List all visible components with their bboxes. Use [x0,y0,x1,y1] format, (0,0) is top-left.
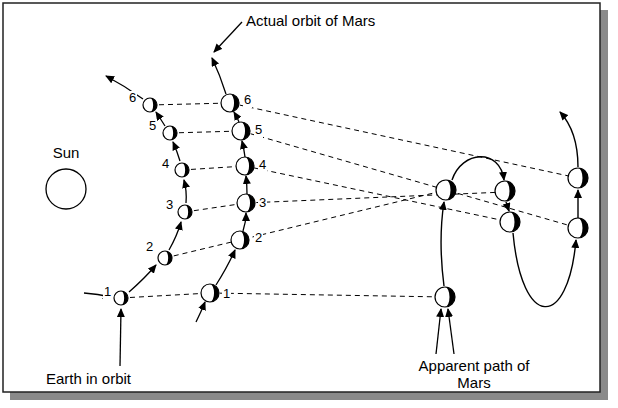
sight-lines [121,103,578,298]
orbit-arrow [156,112,165,126]
earth-symbol [114,291,128,305]
callout-number: 1 [103,285,112,300]
callout-number: 3 [258,196,267,211]
orbit-arrow [169,222,181,250]
mars-orbit [196,58,247,322]
orbit-arrow [184,180,186,203]
mars-symbol [201,284,219,302]
mars-positions [201,94,255,302]
path-arrow [513,233,576,307]
callout-number: 5 [148,119,157,134]
mars-symbol [236,157,254,175]
callout-number: 5 [254,123,263,138]
orbit-arrow [173,142,180,161]
leader-arrow [214,22,242,52]
sight-line [170,131,578,228]
orbit-arrow [246,176,247,194]
earth-symbol [158,251,172,265]
callout-number: 6 [128,91,137,106]
path-arrow [506,202,509,211]
orbit-arrow [106,76,143,99]
apparent-positions [435,168,588,307]
mars-symbol [495,181,515,201]
leader-arrows [120,22,454,366]
orbit-arrow [129,265,156,292]
callout-number: 6 [243,93,252,108]
orbit-arrow [243,213,246,231]
callout-number: 2 [254,231,263,246]
earth-symbol [143,98,157,112]
path-arrow [441,202,444,286]
orbit-arrow [216,250,235,285]
callout-number: 2 [145,240,154,255]
leader-arrow [120,309,121,366]
orbit-arrow [234,112,239,122]
earth-symbol [178,205,192,219]
mars-symbol [568,168,588,188]
path-arrow [560,112,578,167]
leader-arrow [448,309,454,354]
mars-symbol [237,194,255,212]
frame [3,3,600,392]
sun-label: Sun [37,144,95,161]
mars-symbol [221,94,239,112]
orbit-arrow [242,141,245,157]
mars-symbol [500,212,520,232]
sun-symbol [46,169,86,209]
apparent-path [441,112,578,307]
mars-symbol [568,218,588,238]
mars-symbol [231,231,249,249]
earth-symbol [175,163,189,177]
callout-number: 1 [222,287,231,302]
earth-positions [114,98,192,305]
mars-symbol [436,180,456,200]
path-arrow [452,157,504,180]
mars-symbol [232,122,250,140]
sun-circle: Sun [37,144,95,212]
earth-symbol [163,126,177,140]
leader-arrow [436,309,441,354]
caption-label: Actual orbit of Mars [246,12,375,29]
caption-label: Apparent path of Mars [412,357,536,392]
mars-symbol [435,287,455,307]
earth-orbit [84,76,186,297]
callout-number: 4 [258,158,267,173]
callout-number: 3 [165,198,174,213]
callout-number: 4 [161,157,170,172]
sight-line [121,293,445,298]
sight-line [150,103,578,178]
path-arrow [577,190,578,218]
caption-label: Earth in orbit [46,370,131,387]
orbit-arrow [212,58,226,94]
sight-line [185,192,505,212]
orbit-arrow [196,302,205,322]
